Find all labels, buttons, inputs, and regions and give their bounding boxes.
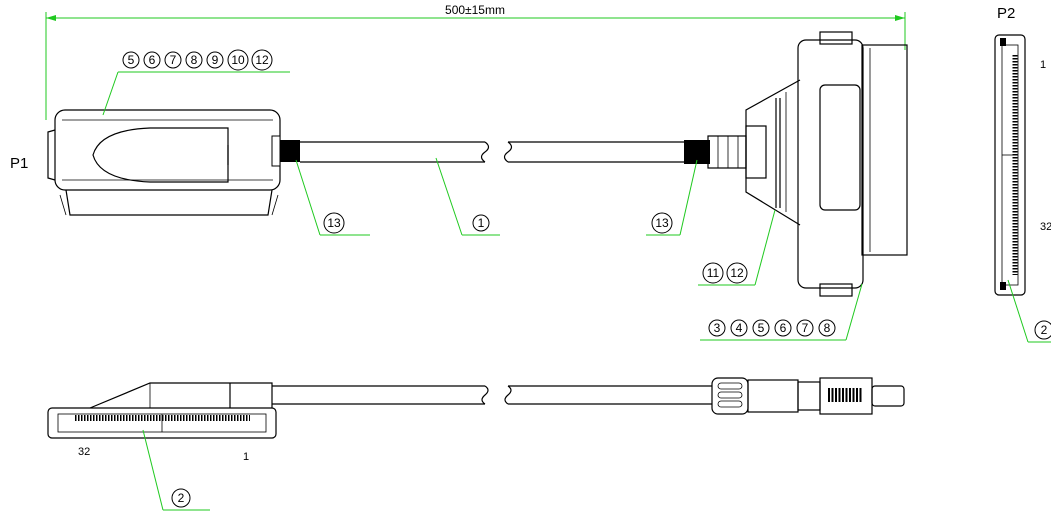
callout-1: 1 bbox=[472, 214, 490, 232]
svg-text:12: 12 bbox=[255, 53, 269, 67]
callout-group-shell: 3 4 5 6 7 8 bbox=[708, 319, 836, 337]
svg-text:4: 4 bbox=[736, 321, 743, 335]
callout-9: 9 bbox=[206, 51, 224, 69]
callout-12b: 12 bbox=[726, 262, 748, 284]
svg-text:7: 7 bbox=[170, 53, 177, 67]
svg-text:7: 7 bbox=[802, 321, 809, 335]
callout-13-left: 13 bbox=[323, 212, 345, 234]
p2-connector-top-view bbox=[684, 31, 908, 297]
svg-text:2: 2 bbox=[178, 491, 185, 505]
svg-text:9: 9 bbox=[212, 53, 219, 67]
p2-label: P2 bbox=[997, 5, 1015, 22]
side-pin-first: 1 bbox=[243, 451, 249, 463]
svg-text:11: 11 bbox=[707, 266, 720, 280]
callout-8b: 8 bbox=[818, 319, 836, 337]
callout-5b: 5 bbox=[752, 319, 770, 337]
cable-top-view bbox=[300, 141, 684, 163]
svg-text:13: 13 bbox=[655, 216, 669, 230]
svg-text:1: 1 bbox=[478, 216, 485, 230]
side-view: 32 1 bbox=[47, 377, 905, 463]
callout-11: 11 bbox=[702, 262, 724, 284]
overall-length-dimension: 500±15mm bbox=[45, 3, 906, 120]
callout-4: 4 bbox=[730, 319, 748, 337]
svg-text:3: 3 bbox=[714, 321, 721, 335]
callout-6b: 6 bbox=[774, 319, 792, 337]
dimension-text: 500±15mm bbox=[445, 3, 505, 17]
callout-7b: 7 bbox=[796, 319, 814, 337]
p2-pin-last: 32 bbox=[1040, 221, 1051, 233]
svg-text:2: 2 bbox=[1041, 323, 1048, 337]
svg-text:6: 6 bbox=[149, 53, 156, 67]
leader-lines bbox=[102, 71, 1051, 511]
callout-group-p1: 5 6 7 8 9 10 12 bbox=[122, 49, 273, 71]
callout-3: 3 bbox=[708, 319, 726, 337]
p1-label: P1 bbox=[10, 155, 28, 172]
callout-2-side: 2 bbox=[171, 488, 191, 508]
callout-10: 10 bbox=[227, 49, 249, 71]
callout-7: 7 bbox=[164, 51, 182, 69]
svg-text:6: 6 bbox=[780, 321, 787, 335]
callout-2-p2: 2 bbox=[1034, 320, 1051, 340]
callout-6: 6 bbox=[143, 51, 161, 69]
svg-text:5: 5 bbox=[758, 321, 765, 335]
svg-text:12: 12 bbox=[730, 266, 744, 280]
p1-connector-top-view: P1 bbox=[10, 109, 300, 216]
p2-end-view: P2 1 32 bbox=[994, 5, 1051, 296]
callout-8: 8 bbox=[185, 51, 203, 69]
callout-group-backshell: 11 12 bbox=[702, 262, 748, 284]
callout-13-right: 13 bbox=[651, 212, 673, 234]
side-pin-last: 32 bbox=[78, 446, 90, 458]
svg-text:8: 8 bbox=[191, 53, 198, 67]
p2-pin-first: 1 bbox=[1040, 59, 1046, 71]
svg-text:8: 8 bbox=[824, 321, 831, 335]
callout-12: 12 bbox=[251, 49, 273, 71]
svg-text:10: 10 bbox=[231, 53, 245, 67]
svg-text:5: 5 bbox=[128, 53, 135, 67]
svg-text:13: 13 bbox=[327, 216, 341, 230]
callout-5: 5 bbox=[122, 51, 140, 69]
